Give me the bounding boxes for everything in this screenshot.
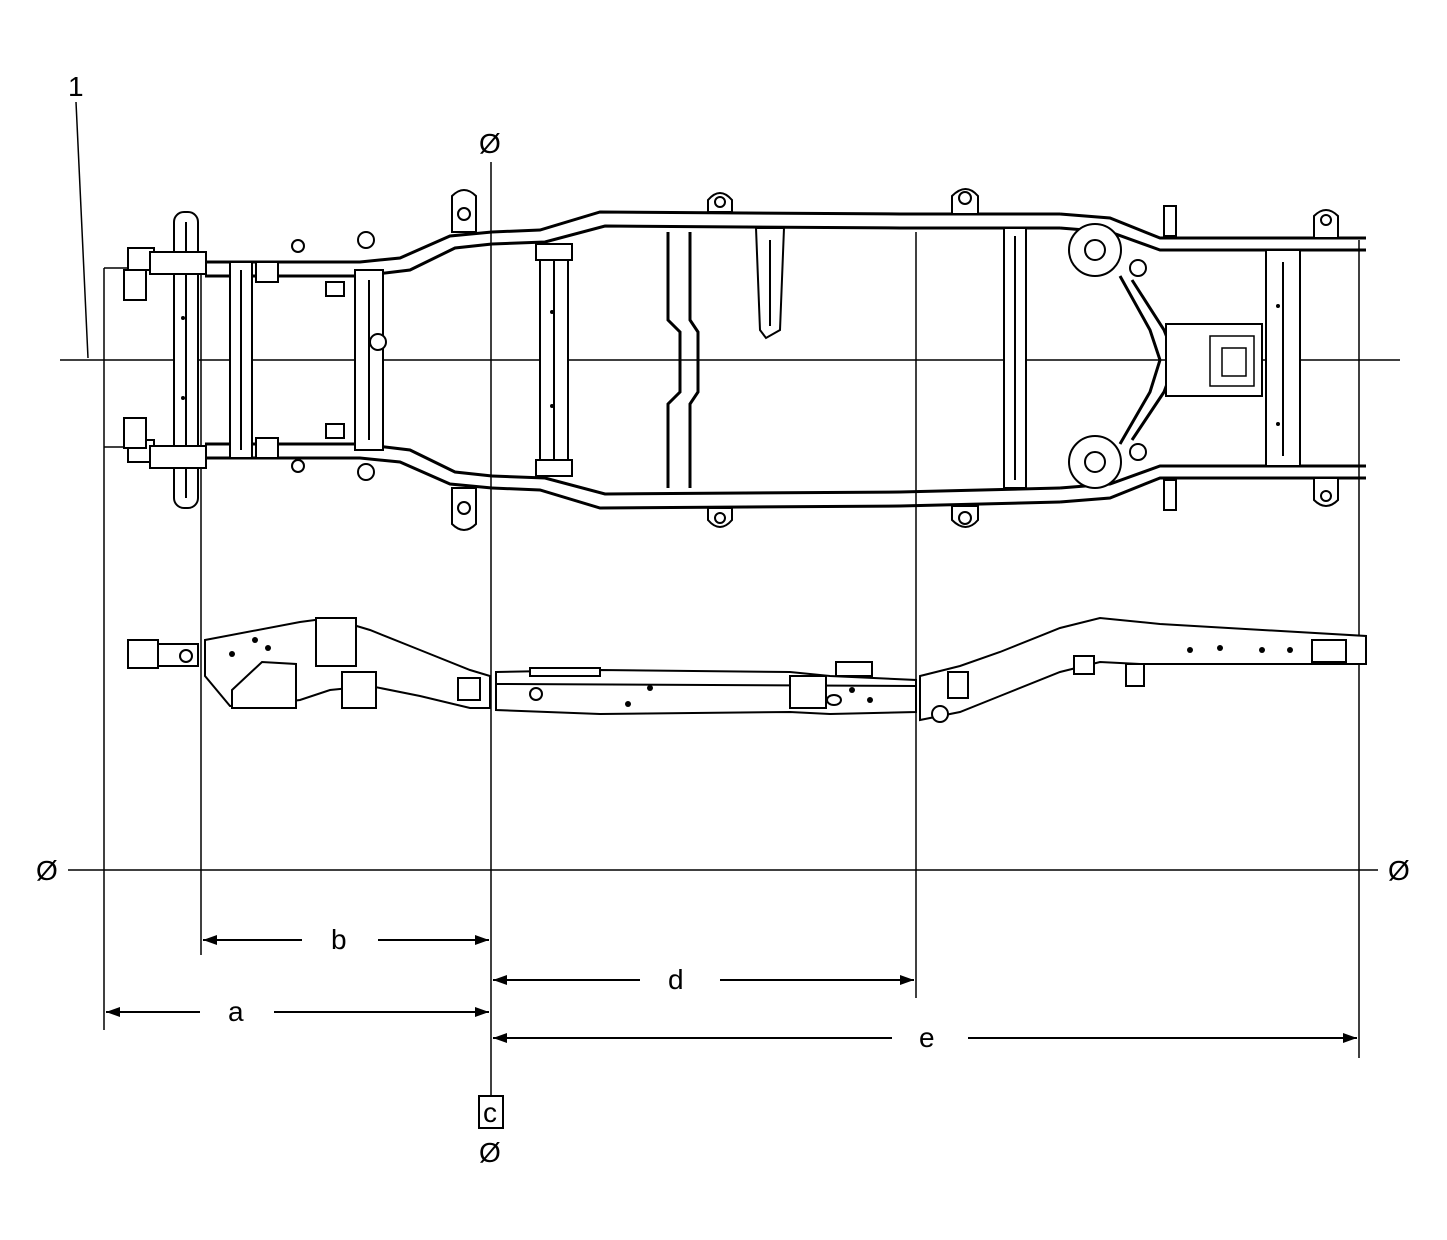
datum-c-box bbox=[478, 1095, 504, 1129]
dimension-label-d: d bbox=[668, 964, 684, 995]
datum-symbol-right: Ø bbox=[1388, 855, 1410, 886]
datum-symbol-top: Ø bbox=[479, 128, 501, 159]
dimension-label-b: b bbox=[331, 924, 347, 955]
datum-symbol-left: Ø bbox=[36, 855, 58, 886]
callout-1: 1 bbox=[68, 71, 84, 102]
dimension-label-c: c bbox=[483, 1097, 497, 1128]
datum-symbol-bottom: Ø bbox=[479, 1137, 501, 1168]
callout-leader bbox=[75, 101, 130, 448]
dimension-label-e: e bbox=[919, 1022, 935, 1053]
dimension-label-a: a bbox=[228, 996, 244, 1027]
frame-top-view bbox=[123, 188, 1366, 531]
frame-side-view bbox=[127, 616, 1367, 723]
